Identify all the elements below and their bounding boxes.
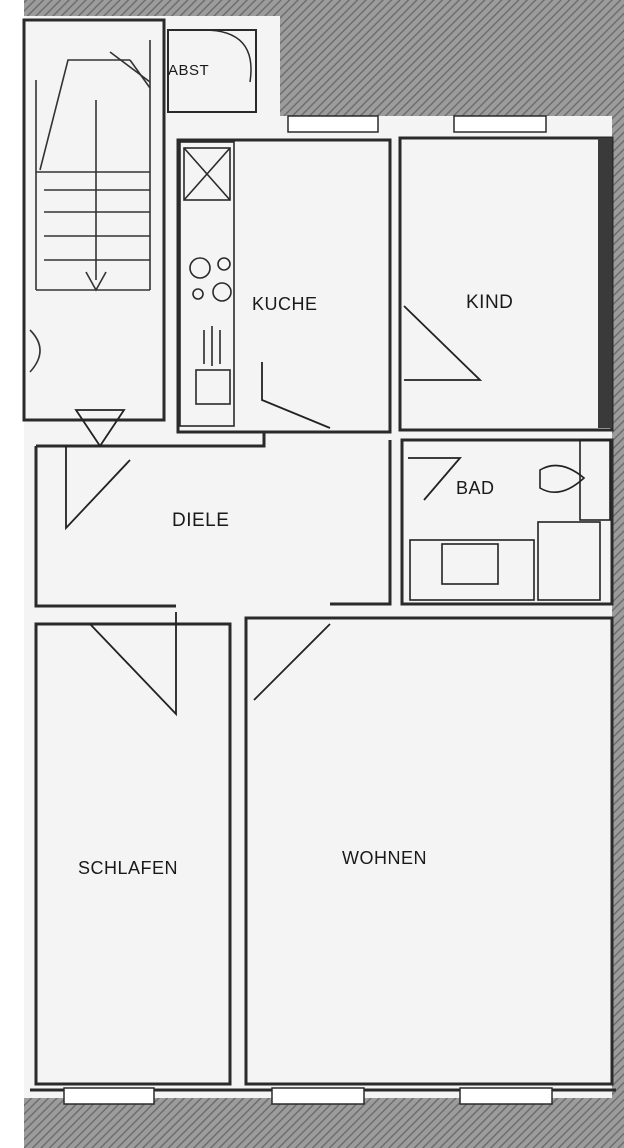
kind-door	[403, 305, 483, 381]
bad-label: BAD	[456, 478, 495, 498]
walls	[22, 18, 616, 1092]
schlafen-wall	[34, 622, 232, 1086]
wohnen-door	[253, 623, 331, 701]
windows	[63, 115, 553, 1105]
hall-wall-top	[36, 432, 266, 448]
schlafen-door	[89, 612, 177, 717]
diele-label: DIELE	[172, 510, 230, 531]
kitchen-door	[261, 362, 331, 429]
schlafen-label: SCHLAFEN	[78, 858, 179, 878]
kind-exterior-wall	[598, 138, 612, 428]
wohnen-window-right	[459, 1087, 553, 1105]
abst-storage	[167, 29, 257, 113]
kind-label: KIND	[466, 292, 514, 313]
stair-door	[74, 409, 126, 448]
kitchen-counter	[179, 141, 235, 427]
hall-wall-right	[330, 440, 392, 606]
staircase	[29, 40, 151, 373]
exterior-hatching	[24, 0, 624, 1148]
abst-label: ABST	[168, 62, 210, 79]
bath-fixtures	[409, 439, 611, 601]
wohnen-label: WOHNEN	[342, 848, 427, 868]
kitchen-wall	[176, 138, 392, 434]
door-swings	[65, 305, 483, 717]
kind-window	[453, 115, 547, 133]
stairwell-wall	[22, 18, 166, 422]
page-margin	[0, 0, 24, 1148]
bath-door	[408, 457, 462, 501]
schlafen-window	[63, 1087, 155, 1105]
wohnen-wall	[244, 616, 614, 1086]
kitchen-window	[287, 115, 379, 133]
wohnen-window-left	[271, 1087, 365, 1105]
hall-door	[65, 446, 131, 531]
hall-wall-left	[34, 446, 176, 608]
kueche-label: KUCHE	[252, 294, 318, 314]
kind-wall	[398, 136, 614, 432]
bath-wall	[400, 438, 614, 606]
